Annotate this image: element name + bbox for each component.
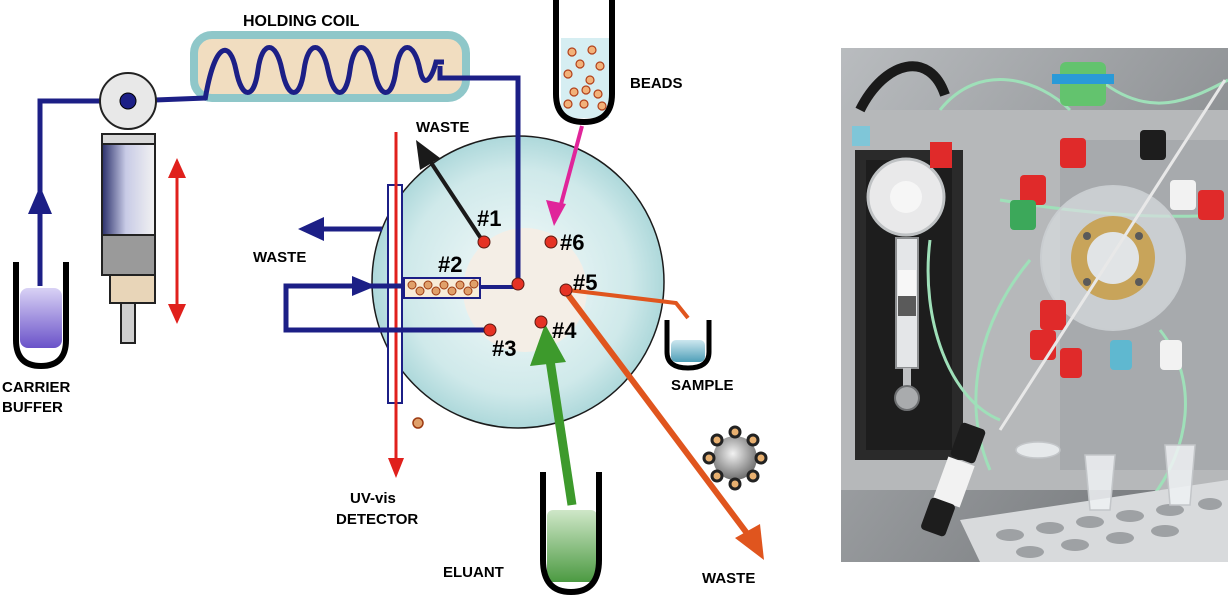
holding-coil-label: HOLDING COIL	[243, 13, 360, 30]
waste-top-line	[426, 156, 484, 242]
waste-top-label: WASTE	[416, 119, 469, 136]
waste-bottom-arrowhead	[735, 524, 764, 560]
port-3	[483, 323, 497, 337]
eluant-arrow-line	[545, 359, 577, 506]
beads-label: BEADS	[630, 75, 683, 92]
waste-left-arrowhead	[298, 217, 324, 241]
sample-vessel	[664, 320, 712, 371]
tube-buffer-to-pump	[37, 98, 128, 286]
bead-arrowhead	[546, 200, 566, 226]
syringe-piston	[101, 234, 156, 276]
carrier-buffer-vessel	[13, 262, 69, 370]
tube-coil-to-valve	[437, 66, 521, 282]
port-6	[544, 235, 558, 249]
carrier-label-1: CARRIER	[2, 379, 71, 396]
port-5	[559, 283, 573, 297]
eluant-arrowhead	[530, 324, 566, 366]
valve-ports	[477, 235, 573, 337]
column-beads	[407, 279, 479, 296]
valve-rotor	[463, 228, 587, 352]
bead-arrow-line	[558, 125, 584, 209]
port-5-label: #5	[573, 270, 597, 295]
beads-in-vessel	[563, 45, 607, 111]
waste-bottom-label: WASTE	[702, 570, 755, 587]
buffer-flow-arrowhead	[28, 186, 52, 214]
holding-coil-tube	[202, 45, 444, 101]
waste-left-label: WASTE	[253, 249, 306, 266]
port-2-label: #2	[438, 252, 462, 277]
port-6-label: #6	[560, 230, 584, 255]
port-1	[477, 235, 491, 249]
pump-valve-center	[119, 92, 137, 110]
eluant-vessel	[540, 472, 602, 596]
port-3-label: #3	[492, 336, 516, 361]
sample-line	[567, 288, 690, 320]
beads-vessel	[553, 0, 615, 126]
carrier-label-2: BUFFER	[2, 399, 63, 416]
port-4-label: #4	[552, 318, 577, 343]
sample-liquid	[671, 340, 705, 362]
pump-motion-arrow-down	[168, 304, 186, 324]
port-1-label: #1	[477, 206, 501, 231]
detector-label-1: UV-vis	[350, 490, 396, 507]
detector-beam-arrowhead	[388, 458, 404, 478]
eluant-label: ELUANT	[443, 564, 504, 581]
tube-detector-loop	[283, 283, 490, 333]
syringe-plunger-top	[101, 133, 156, 145]
loop-flow-arrowhead	[352, 276, 376, 296]
pump-motion-arrow-up	[168, 158, 186, 178]
loose-bead	[412, 417, 424, 429]
instrument-photo	[841, 48, 1228, 562]
waste-top-arrowhead	[416, 140, 440, 170]
eluant-liquid	[547, 510, 597, 582]
port-4	[534, 315, 548, 329]
detector-label-2: DETECTOR	[336, 511, 418, 528]
carrier-buffer-liquid	[20, 288, 62, 348]
waste-bottom-line	[563, 290, 755, 542]
sample-label: SAMPLE	[671, 377, 734, 394]
port-2	[511, 277, 525, 291]
syringe-rod	[120, 302, 136, 344]
syringe-base	[109, 274, 156, 304]
coated-sphere	[713, 436, 757, 480]
sphere-beads	[702, 425, 768, 491]
